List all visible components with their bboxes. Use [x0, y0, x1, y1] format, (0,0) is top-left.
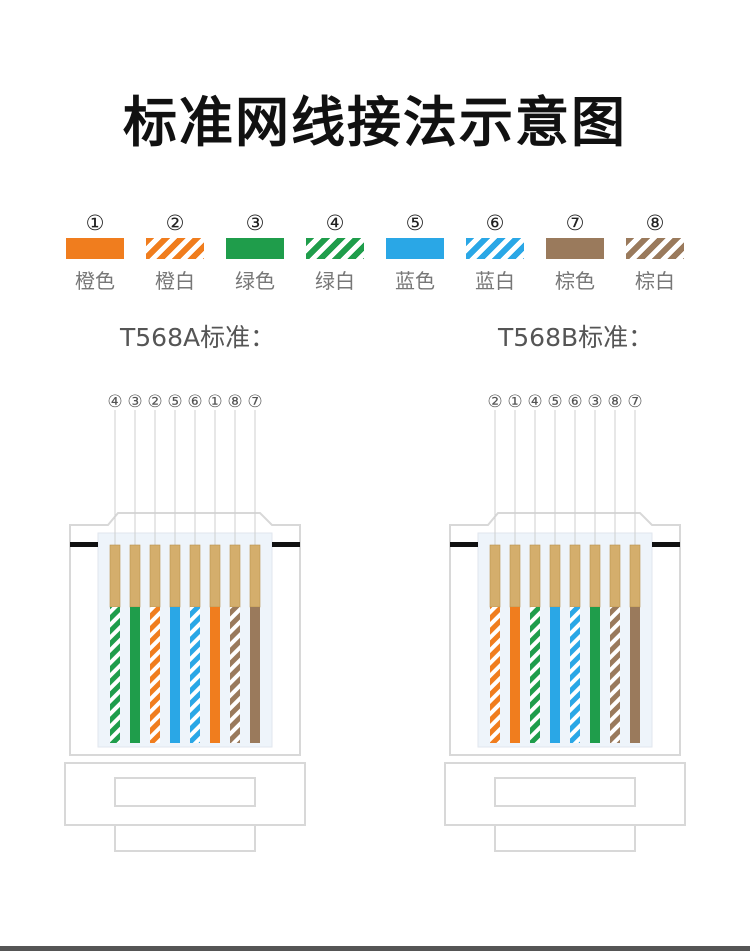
pin-number-label: ②	[147, 392, 162, 412]
gold-contact	[629, 544, 641, 608]
pin-number-label: ⑧	[227, 392, 242, 412]
legend-number: ④	[325, 211, 345, 235]
gold-contact	[149, 544, 161, 608]
pin-number-label: ③	[127, 392, 142, 412]
legend-label: 棕白	[635, 269, 675, 293]
left-latch-line	[70, 542, 98, 547]
gold-contact	[189, 544, 201, 608]
gold-contact	[529, 544, 541, 608]
wire-channel	[97, 532, 273, 748]
legend-item-3: ③ 绿色	[215, 210, 295, 294]
boot-window	[494, 777, 636, 807]
gold-contact	[169, 544, 181, 608]
legend-number: ⑥	[485, 211, 505, 235]
legend-number: ⑤	[405, 211, 425, 235]
legend-number: ②	[165, 211, 185, 235]
wire-color-swatch	[466, 238, 524, 259]
t568a-label: T568A标准：	[120, 323, 276, 352]
boot-window	[114, 777, 256, 807]
pin-number-label: ①	[207, 392, 222, 412]
legend-item-1: ① 橙色	[55, 210, 135, 294]
wire-color-swatch	[66, 238, 124, 259]
pin-number-label: ②	[487, 392, 502, 412]
legend-item-4: ④ 绿白	[295, 210, 375, 294]
legend-item-6: ⑥ 蓝白	[455, 210, 535, 294]
pin-number-label: ④	[527, 392, 542, 412]
pin-number-label: ⑦	[627, 392, 642, 412]
right-latch-line	[272, 542, 300, 547]
wire-color-swatch	[306, 238, 364, 259]
gold-contact	[109, 544, 121, 608]
legend-label: 棕色	[555, 269, 595, 293]
legend-label: 蓝白	[475, 269, 515, 293]
wire-棕白	[610, 607, 620, 743]
gold-contact	[229, 544, 241, 608]
wire-color-swatch	[546, 238, 604, 259]
pin-number-label: ⑤	[547, 392, 562, 412]
gold-contact	[489, 544, 501, 608]
pin-number-label: ⑥	[187, 392, 202, 412]
legend-label: 蓝色	[395, 269, 435, 293]
legend-label: 绿白	[315, 269, 355, 293]
pin-number-label: ⑧	[607, 392, 622, 412]
legend-item-8: ⑧ 棕白	[615, 210, 695, 294]
wire-color-swatch	[226, 238, 284, 259]
legend-item-5: ⑤ 蓝色	[375, 210, 455, 294]
pin-number-label: ①	[507, 392, 522, 412]
gold-contact	[569, 544, 581, 608]
gold-contact	[249, 544, 261, 608]
legend-label: 橙白	[155, 269, 195, 293]
cable-stub	[114, 824, 256, 852]
legend-label: 绿色	[235, 269, 275, 293]
legend-item-2: ② 橙白	[135, 210, 215, 294]
wire-橙色	[210, 607, 220, 743]
pin-number-label: ③	[587, 392, 602, 412]
wire-蓝色	[550, 607, 560, 743]
wire-绿色	[590, 607, 600, 743]
wire-棕白	[230, 607, 240, 743]
gold-contact	[509, 544, 521, 608]
pin-number-label: ⑥	[567, 392, 582, 412]
pin-number-label: ④	[107, 392, 122, 412]
cable-stub	[494, 824, 636, 852]
gold-contact	[129, 544, 141, 608]
gold-contact	[549, 544, 561, 608]
color-legend: ① 橙色 ② 橙白 ③ 绿色 ④ 绿白 ⑤ 蓝色 ⑥ 蓝白 ⑦ 棕色 ⑧ 棕白	[0, 210, 750, 310]
wire-color-swatch	[386, 238, 444, 259]
wire-channel	[477, 532, 653, 748]
wire-蓝白	[570, 607, 580, 743]
wire-color-swatch	[146, 238, 204, 259]
gold-contact	[609, 544, 621, 608]
wire-绿白	[530, 607, 540, 743]
wire-橙色	[510, 607, 520, 743]
legend-number: ⑧	[645, 211, 665, 235]
legend-number: ⑦	[565, 211, 585, 235]
legend-number: ③	[245, 211, 265, 235]
wire-棕色	[630, 607, 640, 743]
t568b-label: T568B标准：	[498, 323, 654, 352]
wire-蓝色	[170, 607, 180, 743]
gold-contact	[209, 544, 221, 608]
page-title: 标准网线接法示意图	[123, 91, 627, 154]
wire-橙白	[490, 607, 500, 743]
wire-绿白	[110, 607, 120, 743]
right-latch-line	[652, 542, 680, 547]
legend-number: ①	[85, 211, 105, 235]
legend-label: 橙色	[75, 269, 115, 293]
legend-item-7: ⑦ 棕色	[535, 210, 615, 294]
bottom-divider	[0, 946, 750, 951]
left-latch-line	[450, 542, 478, 547]
wire-蓝白	[190, 607, 200, 743]
pin-number-label: ⑦	[247, 392, 262, 412]
wire-棕色	[250, 607, 260, 743]
wire-绿色	[130, 607, 140, 743]
gold-contact	[589, 544, 601, 608]
wire-color-swatch	[626, 238, 684, 259]
wire-橙白	[150, 607, 160, 743]
pin-number-label: ⑤	[167, 392, 182, 412]
